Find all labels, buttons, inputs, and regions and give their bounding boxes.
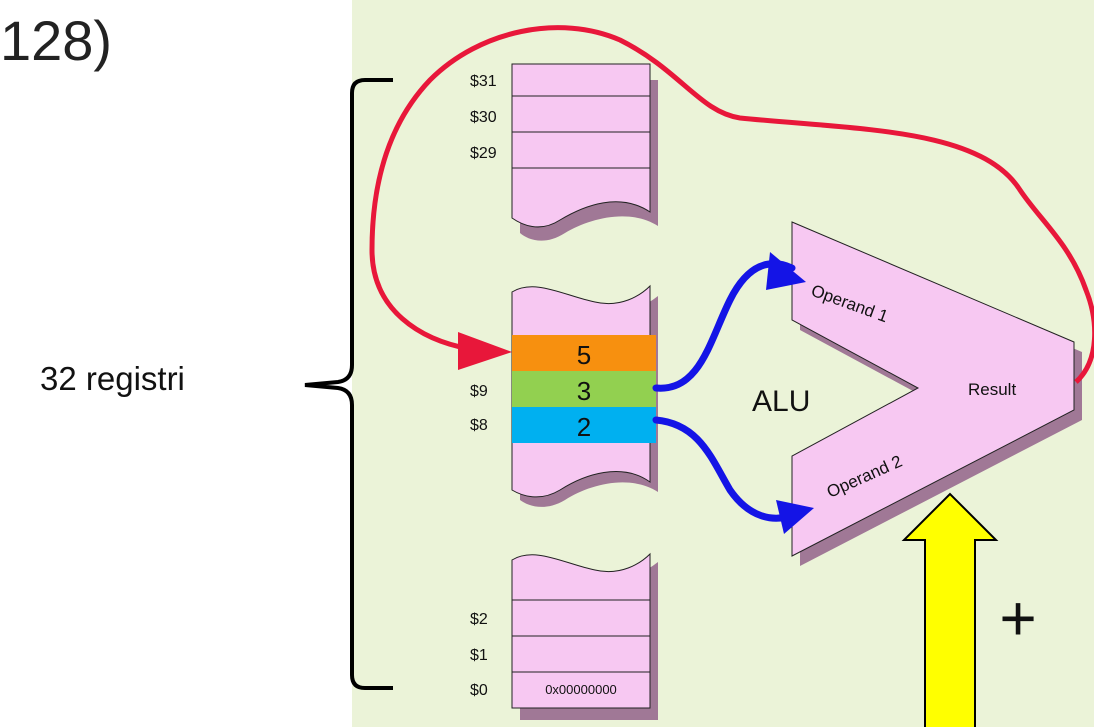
register-label-30: $30: [470, 109, 497, 126]
register-9: [512, 371, 656, 407]
write-back-arrowhead: [458, 332, 512, 370]
register-8-value: 2: [577, 412, 591, 442]
register-label-1: $1: [470, 647, 488, 664]
slide-title: 128): [0, 9, 113, 72]
operation-symbol: +: [999, 582, 1036, 654]
register-label-29: $29: [470, 145, 497, 162]
register-block-bottom: [511, 552, 658, 720]
register-label-2: $2: [470, 611, 488, 628]
register-dest-value: 5: [577, 340, 591, 370]
register-label-31: $31: [470, 73, 497, 90]
register-label-0: $0: [470, 682, 488, 699]
zero-register-value: 0x00000000: [545, 682, 617, 697]
operand1-arrowhead: [766, 252, 806, 290]
register-count-label: 32 registri: [40, 360, 185, 397]
operand2-arrow: [652, 416, 800, 522]
register-dest: [512, 335, 656, 371]
operation-arrow: [901, 492, 999, 727]
register-brace: [304, 78, 393, 690]
register-8: [512, 407, 656, 443]
register-9-value: 3: [577, 376, 591, 406]
alu-label: ALU: [752, 385, 810, 418]
write-back-arrow: [369, 25, 1094, 384]
register-block-top: [511, 63, 658, 241]
register-label-8: $8: [470, 417, 488, 434]
alu-result-label: Result: [968, 380, 1016, 399]
operand2-arrowhead: [776, 500, 814, 534]
register-label-9: $9: [470, 383, 488, 400]
